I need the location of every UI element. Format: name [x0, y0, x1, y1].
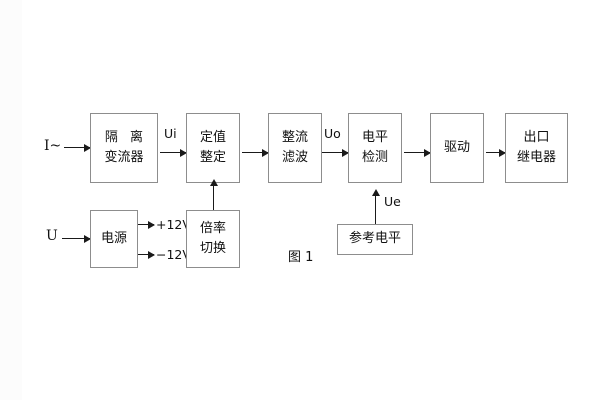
block-isolation-transformer[interactable]: 隔 离 变流器	[90, 113, 158, 183]
block-multiplier-switch-line1: 倍率	[199, 220, 226, 236]
ui-signal-label: Ui	[164, 126, 177, 141]
block-rectify-filter[interactable]: 整流 滤波	[268, 113, 322, 183]
figure-caption: 图 1	[288, 250, 314, 265]
block-setting-adjustment[interactable]: 定值 整定	[186, 113, 240, 183]
rail-negative-label: −12V	[156, 247, 191, 262]
block-reference-level-line1: 参考电平	[348, 231, 401, 247]
voltage-input-arrow	[62, 234, 91, 243]
block-level-detection[interactable]: 电平 检测	[348, 113, 402, 183]
rail-positive-arrow	[138, 220, 155, 229]
block-level-detection-line1: 电平	[361, 129, 388, 145]
block-reference-level[interactable]: 参考电平	[337, 224, 413, 255]
block-drive-line1: 驱动	[443, 139, 470, 155]
block-output-relay[interactable]: 出口 继电器	[505, 113, 568, 183]
block-level-detection-line2: 检测	[361, 150, 388, 165]
current-input-arrow	[64, 143, 91, 152]
uo-arrow	[322, 148, 349, 157]
block-isolation-transformer-line2: 变流器	[104, 150, 144, 165]
page-margin-band	[0, 0, 22, 400]
block-output-relay-line2: 继电器	[516, 150, 556, 165]
current-input-label: I~	[44, 138, 62, 154]
block-setting-adjustment-line2: 整定	[199, 150, 226, 165]
drive-to-relay-arrow	[486, 148, 506, 157]
block-rectify-filter-line1: 整流	[281, 129, 308, 145]
block-power-supply[interactable]: 电源	[90, 210, 138, 268]
reference-to-level-arrow	[371, 189, 380, 224]
block-isolation-transformer-line1: 隔 离	[104, 129, 148, 145]
rail-negative-arrow	[138, 250, 155, 259]
block-multiplier-switch[interactable]: 倍率 切换	[186, 210, 240, 268]
level-to-drive-arrow	[404, 148, 431, 157]
ue-signal-label: Ue	[384, 194, 401, 209]
setting-to-rectify-arrow	[242, 148, 269, 157]
block-setting-adjustment-line1: 定值	[199, 129, 226, 145]
block-power-supply-line1: 电源	[100, 230, 127, 246]
voltage-input-label: U	[46, 228, 58, 244]
multiplier-to-setting-arrow	[209, 179, 218, 210]
block-drive[interactable]: 驱动	[430, 113, 484, 183]
rail-positive-label: +12V	[156, 217, 191, 232]
block-output-relay-line1: 出口	[523, 129, 550, 145]
block-rectify-filter-line2: 滤波	[281, 150, 308, 165]
uo-signal-label: Uo	[324, 126, 341, 141]
ui-arrow	[160, 148, 187, 157]
block-multiplier-switch-line2: 切换	[199, 241, 226, 256]
